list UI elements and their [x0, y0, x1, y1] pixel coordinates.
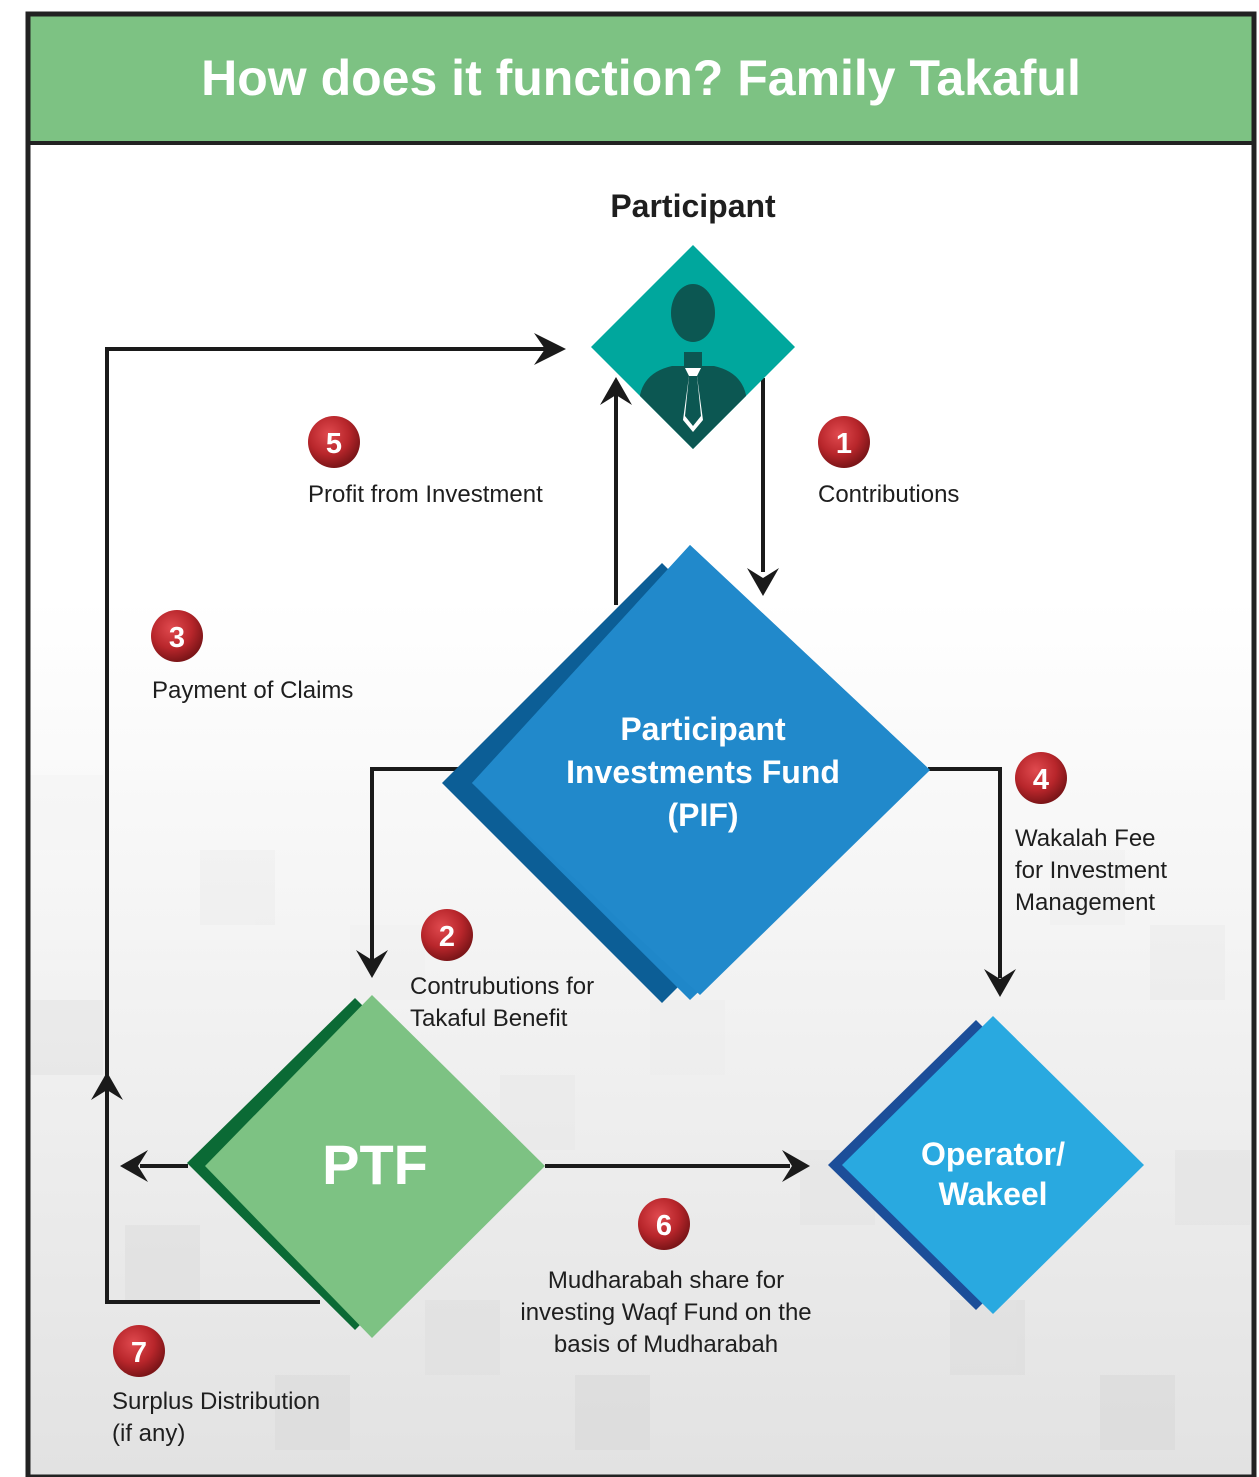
page-title: How does it function? Family Takaful — [201, 50, 1081, 106]
operator-label-line-2: Wakeel — [938, 1176, 1048, 1212]
step-2-label: Contrubutions for Takaful Benefit — [410, 971, 594, 1035]
step-4-label-line-1: Wakalah Fee — [1015, 825, 1156, 852]
step-badge-4: 4 — [1015, 752, 1067, 804]
svg-text:1: 1 — [836, 428, 852, 460]
step-badge-1: 1 — [818, 416, 870, 468]
step-3-label: Payment of Claims — [152, 677, 354, 704]
step-4-label-line-3: Management — [1015, 889, 1156, 916]
step-badge-3: 3 — [151, 610, 203, 662]
step-4-label: Wakalah Fee for Investment Management — [1015, 823, 1167, 919]
frame-border — [25, 11, 1257, 1477]
arrowheads — [91, 333, 1016, 1182]
step-badge-7: 7 — [113, 1325, 165, 1377]
operator-node — [842, 1016, 1144, 1314]
step-2-label-line-2: Takaful Benefit — [410, 1005, 568, 1032]
step-badge-6: 6 — [638, 1198, 690, 1250]
svg-text:4: 4 — [1033, 764, 1049, 796]
step-6-label-line-1: Mudharabah share for — [547, 1267, 785, 1294]
step-7-label-line-1: Surplus Distribution — [112, 1388, 321, 1415]
step-1-label: Contributions — [818, 481, 960, 508]
step-7-label-line-2: (if any) — [112, 1420, 186, 1447]
svg-text:5: 5 — [326, 428, 342, 460]
step-2-label-line-1: Contrubutions for — [410, 973, 595, 1000]
background-checker — [28, 775, 1250, 1450]
ptf-label: PTF — [322, 1133, 428, 1196]
pif-label-line-3: (PIF) — [667, 797, 739, 833]
operator-label-line-1: Operator/ — [920, 1136, 1066, 1172]
svg-text:3: 3 — [169, 622, 185, 654]
step-6-label-line-3: basis of Mudharabah — [553, 1331, 779, 1358]
pif-label-line-1: Participant — [620, 711, 786, 747]
participant-label: Participant — [610, 188, 776, 224]
svg-text:7: 7 — [131, 1337, 147, 1369]
step-7-label: Surplus Distribution (if any) — [112, 1386, 320, 1450]
step-5-label: Profit from Investment — [308, 481, 543, 508]
step-6-label: Mudharabah share for investing Waqf Fund… — [486, 1265, 846, 1361]
step-6-label-line-2: investing Waqf Fund on the — [520, 1299, 812, 1326]
ptf-node — [205, 995, 545, 1338]
step-badge-2: 2 — [421, 909, 473, 961]
step-badge-5: 5 — [308, 416, 360, 468]
operator-label: Operator/ Wakeel — [880, 1134, 1106, 1214]
svg-text:2: 2 — [439, 921, 455, 953]
step-4-label-line-2: for Investment — [1015, 857, 1168, 884]
pif-label-line-2: Investments Fund — [566, 754, 840, 790]
pif-label: Participant Investments Fund (PIF) — [520, 708, 886, 837]
connector-lines — [105, 347, 1002, 1304]
svg-text:6: 6 — [656, 1210, 672, 1242]
header-bar — [28, 14, 1254, 142]
